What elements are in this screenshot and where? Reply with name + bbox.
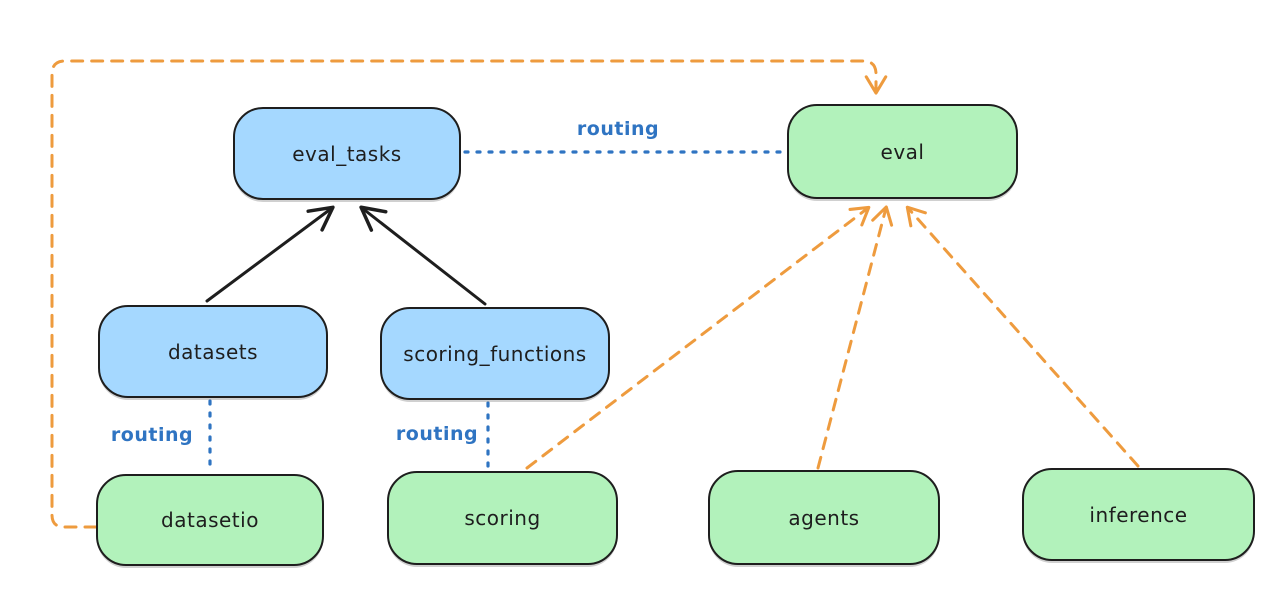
- node-datasets: datasets: [98, 305, 328, 398]
- node-agents: agents: [708, 470, 940, 565]
- node-inference-label: inference: [1089, 502, 1188, 527]
- routing-label-scoring_functions-scoring: routing: [395, 423, 479, 445]
- node-scoring_functions: scoring_functions: [380, 307, 610, 400]
- node-agents-label: agents: [788, 505, 860, 530]
- edge-agents-eval: [816, 205, 894, 470]
- node-eval: eval: [787, 104, 1018, 199]
- edge-datasetio-eval: [50, 59, 888, 529]
- edge-inference-eval: [905, 205, 1140, 468]
- node-inference: inference: [1022, 468, 1255, 561]
- node-datasets-label: datasets: [167, 339, 259, 364]
- node-scoring: scoring: [387, 471, 618, 565]
- routing-label-datasets-datasetio: routing: [110, 424, 194, 446]
- node-eval_tasks-label: eval_tasks: [292, 141, 402, 166]
- node-datasetio: datasetio: [96, 474, 324, 566]
- routing-label-eval_tasks-eval: routing: [576, 118, 660, 140]
- node-eval-label: eval: [880, 139, 925, 164]
- edge-scoring-eval: [525, 205, 871, 470]
- edge-scoring_functions-eval_tasks: [359, 205, 487, 306]
- node-datasetio-label: datasetio: [161, 508, 259, 532]
- node-scoring-label: scoring: [464, 506, 541, 530]
- node-eval_tasks: eval_tasks: [233, 107, 461, 200]
- edge-datasets-eval_tasks: [205, 205, 335, 303]
- node-scoring_functions-label: scoring_functions: [403, 341, 587, 366]
